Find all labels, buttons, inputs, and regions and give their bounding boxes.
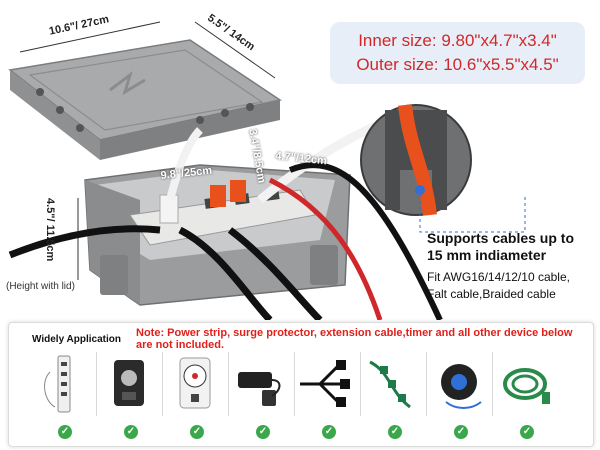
check-icon: ✓ (388, 425, 402, 439)
outer-height-label: 4.5"/ 11.5cm (44, 198, 56, 262)
app-item-multi-outlet (360, 352, 427, 416)
application-panel (8, 322, 594, 447)
check-icon: ✓ (124, 425, 138, 439)
app-item-cord-reel (426, 352, 493, 416)
outdoor-timer-icon (114, 360, 144, 406)
app-item-smart-plug (228, 352, 295, 416)
product-illustration (8, 21, 526, 320)
application-note: Note: Power strip, surge protector, exte… (136, 327, 573, 351)
cable-support-block: Supports cables up to 15 mm indiameter F… (427, 230, 574, 303)
check-icon: ✓ (58, 425, 72, 439)
power-strip-icon (44, 355, 71, 413)
outer-size-text: Outer size: 10.6"x5.5"x4.5" (356, 55, 559, 74)
size-info-box: Inner size: 9.80"x4.7"x3.4" Outer size: … (330, 22, 585, 84)
cable-zoom-inset (360, 104, 472, 216)
check-icon: ✓ (520, 425, 534, 439)
app-item-outdoor-timer (96, 352, 163, 416)
length-arrow (19, 21, 161, 53)
width-arrow (194, 21, 276, 79)
application-title: Widely Application (32, 334, 121, 345)
inner-size-text: Inner size: 9.80"x4.7"x3.4" (358, 31, 557, 50)
height-note: (Height with lid) (6, 281, 75, 292)
support-line-2: 15 mm indiameter (427, 247, 547, 263)
multi-outlet-cord-icon (369, 360, 411, 409)
check-icon: ✓ (256, 425, 270, 439)
green-extension-cord-icon (503, 368, 550, 404)
app-item-splitter (294, 352, 361, 416)
check-icon: ✓ (454, 425, 468, 439)
app-item-dial-timer (162, 352, 229, 416)
callout-line (419, 195, 526, 233)
support-line-1: Supports cables up to (427, 230, 575, 246)
app-item-power-strip (30, 352, 97, 416)
cord-reel-icon (441, 364, 482, 409)
splitter-cord-icon (300, 360, 350, 407)
check-icon: ✓ (190, 425, 204, 439)
black-cable-left (8, 225, 161, 259)
fit-line-1: Fit AWG16/14/12/10 cable, (427, 270, 570, 284)
app-item-green-cord (492, 352, 558, 416)
check-icon: ✓ (322, 425, 336, 439)
fit-line-2: Falt cable,Braided cable (427, 287, 556, 301)
smart-plug-icon (238, 372, 281, 406)
box-body-image (84, 164, 351, 306)
dial-timer-icon (179, 357, 211, 409)
lid-image (8, 39, 282, 160)
